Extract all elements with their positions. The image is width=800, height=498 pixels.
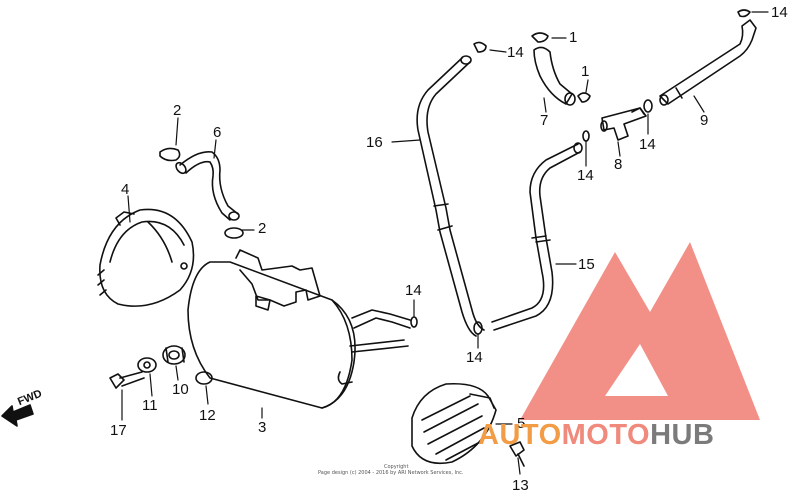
clamp-14-top <box>473 41 487 53</box>
part-8-fitting <box>600 107 647 141</box>
label-part-8: 8 <box>614 156 623 173</box>
label-part-9: 9 <box>700 112 709 129</box>
label-part-7: 7 <box>540 112 549 129</box>
label-part-14-canister: 14 <box>405 282 422 299</box>
label-part-1-top: 1 <box>569 29 578 46</box>
clamp-14-hose15 <box>582 130 590 142</box>
copyright-title: Copyright <box>384 464 409 470</box>
label-part-14-top: 14 <box>507 44 524 61</box>
part-9-tube <box>659 19 757 106</box>
leader-lines <box>121 11 769 475</box>
clamp-14-canister <box>410 316 418 328</box>
label-part-16: 16 <box>366 134 383 151</box>
label-part-14-fitting: 14 <box>639 136 656 153</box>
watermark-logo <box>520 242 760 420</box>
clamp-1-top <box>531 32 549 43</box>
copyright-notice: Page design (c) 2004 - 2016 by ARI Netwo… <box>318 470 464 476</box>
part-12-ring <box>195 371 213 385</box>
fwd-arrow-icon <box>1 404 34 427</box>
watermark-hub: HUB <box>650 419 715 451</box>
label-part-12: 12 <box>199 407 216 424</box>
label-part-2-top: 2 <box>173 102 182 119</box>
label-part-5: 5 <box>517 415 526 432</box>
part-11-collar <box>137 357 157 373</box>
label-part-14-hose15: 14 <box>577 167 594 184</box>
watermark-text: AUTOMOTOHUB <box>478 419 714 452</box>
watermark-auto: AUTO <box>478 419 562 451</box>
part-10-grommet <box>162 345 186 365</box>
label-part-3: 3 <box>258 419 267 436</box>
label-part-15: 15 <box>578 256 595 273</box>
part-4-cover <box>97 208 195 307</box>
part-16-hose <box>416 55 485 337</box>
part-6-hose <box>175 150 240 221</box>
part-13-screw <box>509 441 525 467</box>
part-17-bolt <box>109 371 145 389</box>
label-part-2-bottom: 2 <box>258 220 267 237</box>
label-part-4: 4 <box>121 181 130 198</box>
label-part-11: 11 <box>142 397 158 414</box>
label-part-6: 6 <box>213 124 222 141</box>
part-7-elbow <box>533 46 576 106</box>
part-2-clamp-bottom <box>224 227 244 239</box>
part-3-canister <box>187 249 411 409</box>
label-part-17: 17 <box>110 422 127 439</box>
label-part-14-lower: 14 <box>466 349 483 366</box>
label-part-13: 13 <box>512 477 529 494</box>
clamp-14-fitting <box>643 99 653 113</box>
label-part-10: 10 <box>172 381 189 398</box>
part-15-hose <box>491 142 583 331</box>
watermark-moto: MOTO <box>561 419 651 451</box>
part-2-clamp-top <box>159 147 181 162</box>
label-part-14-right: 14 <box>771 4 788 21</box>
clamp-1-mid <box>577 92 591 103</box>
label-part-1-mid: 1 <box>581 63 590 80</box>
clamp-14-right <box>737 9 751 18</box>
part-5-cover <box>411 382 497 465</box>
